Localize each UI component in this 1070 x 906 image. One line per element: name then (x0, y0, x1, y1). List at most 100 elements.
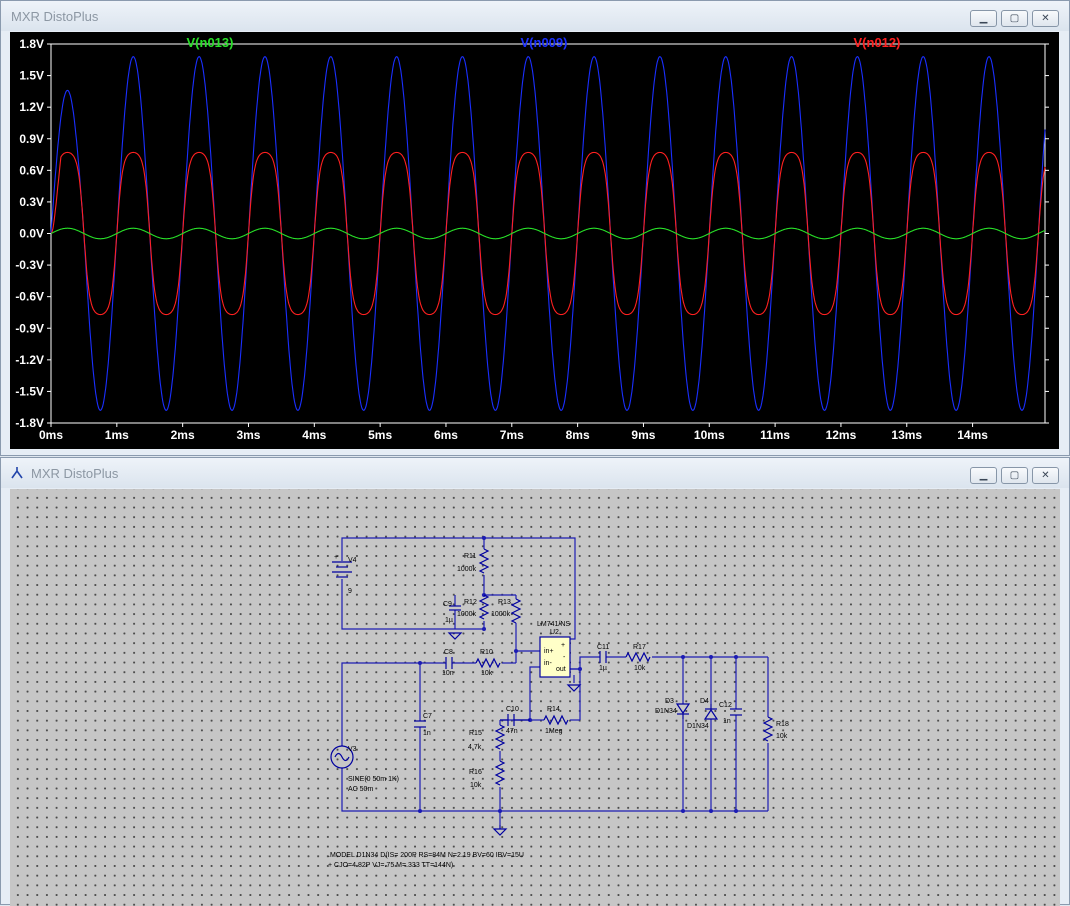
opamp-pin-out: out (556, 666, 566, 673)
x-tick-label: 3ms (236, 428, 260, 442)
capacitor-C9-icon[interactable] (449, 605, 461, 611)
resistor-R11-icon[interactable] (478, 548, 490, 574)
waveform-window-titlebar[interactable]: MXR DistoPlus ▁ ▢ ✕ (1, 1, 1069, 31)
label-R18-name: R18 (776, 721, 789, 728)
schematic-drawing[interactable]: + (10, 489, 1060, 906)
plot-frame (50, 43, 1046, 424)
capacitor-C11-icon[interactable] (599, 651, 607, 663)
capacitor-C8-icon[interactable] (445, 657, 453, 669)
resistor-R15-icon[interactable] (494, 724, 506, 750)
x-tick-label: 10ms (694, 428, 725, 442)
label-C7-name: C7 (423, 713, 432, 720)
label-R15-value: 4.7k (468, 744, 482, 751)
label-C11-name: C11 (597, 644, 609, 651)
x-tick-label: 13ms (891, 428, 922, 442)
resistor-R10-icon[interactable] (475, 657, 501, 669)
label-C10-value: 47n (506, 728, 518, 735)
close-icon: ✕ (1041, 13, 1050, 24)
label-C7-value: 1n (423, 730, 431, 737)
svg-text:+: + (334, 554, 338, 561)
y-tick-label: -1.5V (15, 384, 44, 398)
spice-directive[interactable]: .MODEL D1N34 D(IS= 200P RS=84M N=2.19 BV… (328, 852, 524, 869)
x-tick-label: 8ms (566, 428, 590, 442)
minimize-icon: ▁ (979, 470, 988, 481)
sine-source-V3-icon[interactable] (330, 745, 354, 769)
spice-directive-line-1: .MODEL D1N34 D(IS= 200P RS=84M N=2.19 BV… (328, 852, 524, 859)
label-R12-value: 1000k (457, 611, 477, 618)
trace-V(n012) (50, 151, 1046, 316)
label-R10-value: 10k (481, 670, 493, 677)
trace-V(n013) (50, 227, 1046, 240)
x-tick-label: 1ms (105, 428, 129, 442)
label-R12-name: R12 (464, 599, 477, 606)
battery-V4-icon[interactable]: + (332, 554, 352, 578)
resistor-R16-icon[interactable] (494, 760, 506, 786)
label-V3-name: V3 (348, 746, 357, 753)
opamp-pin-v-plus: + (561, 642, 565, 649)
resistor-R18-icon[interactable] (762, 716, 774, 742)
close-button[interactable]: ✕ (1032, 10, 1059, 27)
label-R15-name: R15 (469, 730, 482, 737)
label-D4-value: D1N34 (687, 723, 709, 730)
label-R11-value: 1000k (457, 566, 477, 573)
close-button[interactable]: ✕ (1032, 467, 1059, 484)
trace-V(n009) (50, 55, 1046, 412)
x-tick-label: 4ms (302, 428, 326, 442)
junction-dots (418, 536, 738, 813)
minimize-button[interactable]: ▁ (970, 467, 997, 484)
label-R17-value: 10k (634, 665, 646, 672)
maximize-button[interactable]: ▢ (1001, 10, 1028, 27)
opamp-U2[interactable]: in+ in- + - out (539, 636, 571, 678)
minimize-icon: ▁ (979, 13, 988, 24)
label-C12-value: 1n (723, 718, 731, 725)
label-U2-model: LM741/NS (537, 621, 570, 628)
diode-D3-icon[interactable] (675, 703, 691, 719)
x-tick-label: 11ms (760, 428, 790, 442)
y-tick-label: -0.3V (15, 258, 44, 272)
label-R11-name: R11 (464, 553, 476, 560)
component-symbols: + (330, 548, 774, 836)
label-C8-name: C8 (444, 649, 453, 656)
y-tick-label: 0.6V (19, 163, 44, 177)
resistor-R17-icon[interactable] (625, 651, 651, 663)
y-tick-label: -0.6V (15, 290, 44, 304)
y-tick-label: 1.8V (19, 37, 44, 51)
schematic-canvas[interactable]: + (10, 489, 1060, 906)
label-R10-name: R10 (480, 649, 493, 656)
resistor-R13-icon[interactable] (510, 598, 522, 624)
schematic-window-titlebar[interactable]: MXR DistoPlus ▁ ▢ ✕ (1, 458, 1069, 488)
label-R13-name: R13 (498, 599, 511, 606)
minimize-button[interactable]: ▁ (970, 10, 997, 27)
label-C8-value: 10n (442, 670, 454, 677)
resistor-R12-icon[interactable] (478, 594, 490, 620)
trace-legend-V(n012): V(n012) (854, 35, 901, 50)
maximize-button[interactable]: ▢ (1001, 467, 1028, 484)
capacitor-C7-icon[interactable] (414, 720, 426, 728)
x-tick-label: 2ms (171, 428, 195, 442)
diode-D4-icon[interactable] (703, 704, 719, 720)
waveform-chart[interactable]: 1.8V1.5V1.2V0.9V0.6V0.3V0.0V-0.3V-0.6V-0… (10, 32, 1059, 449)
resistor-R14-icon[interactable] (543, 714, 569, 726)
schematic-window-icon (11, 467, 23, 479)
label-R14-value: 1Meg (545, 728, 563, 735)
close-icon: ✕ (1041, 470, 1050, 481)
wires (341, 537, 769, 825)
label-C9-value: 1µ (445, 617, 453, 624)
label-R17-name: R17 (633, 644, 646, 651)
y-tick-label: 0.0V (19, 227, 44, 241)
trace-legend-V(n013): V(n013) (187, 35, 234, 50)
waveform-window-title: MXR DistoPlus (11, 9, 99, 24)
label-R16-value: 10k (470, 782, 482, 789)
y-tick-label: 0.3V (19, 195, 44, 209)
label-C11-value: 1µ (599, 665, 607, 672)
label-C12-name: C12 (719, 702, 732, 709)
label-V3-value1: SINE(0 50m 1K) (348, 776, 399, 783)
capacitor-C10-icon[interactable] (500, 714, 530, 726)
x-tick-label: 7ms (500, 428, 524, 442)
label-V4-value: 9 (348, 588, 352, 595)
y-tick-label: 1.5V (19, 69, 44, 83)
x-tick-label: 9ms (631, 428, 655, 442)
capacitor-C12-icon[interactable] (730, 708, 742, 716)
